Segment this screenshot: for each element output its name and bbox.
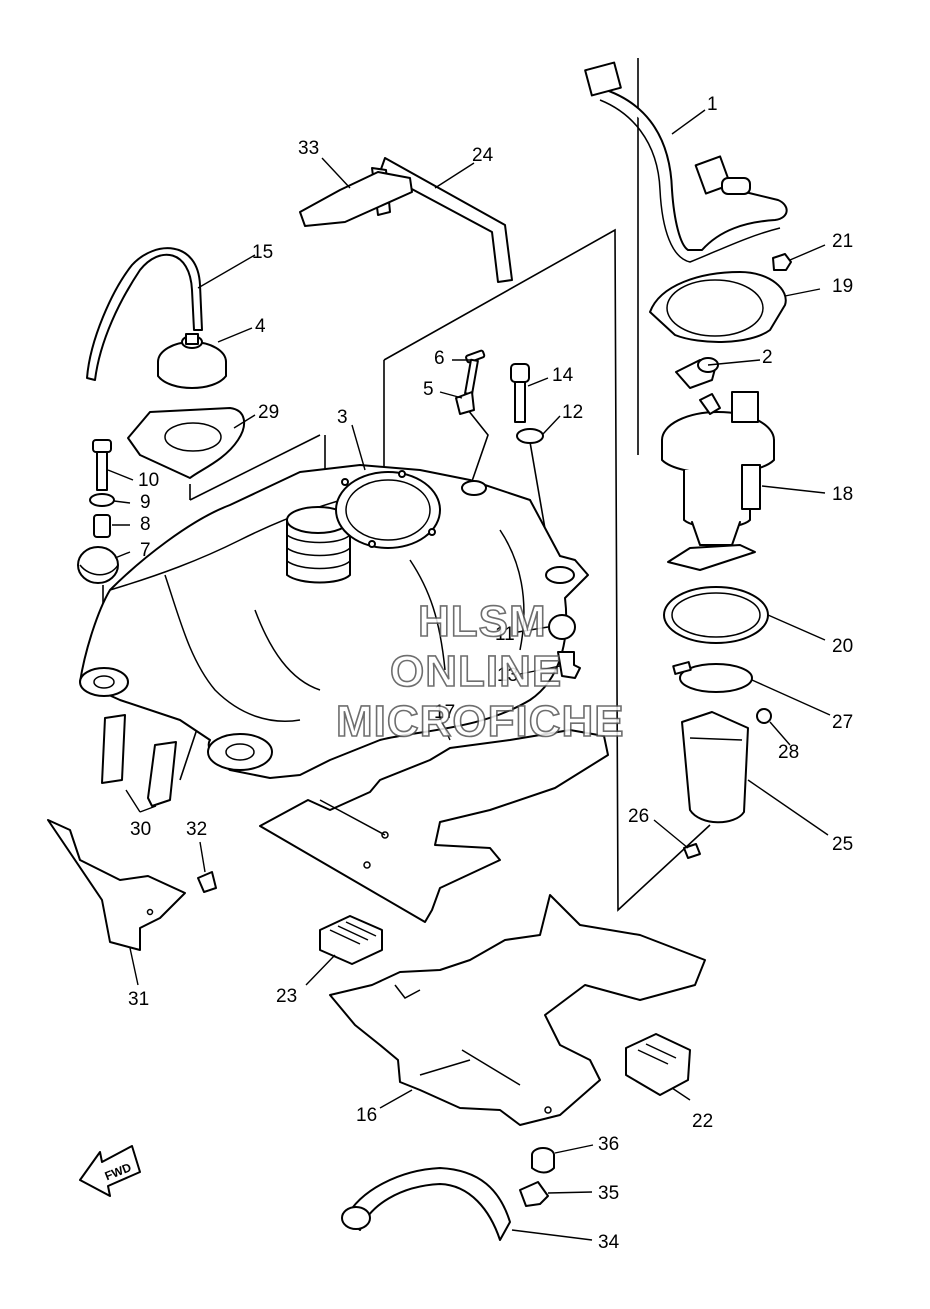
callout-8: 8: [140, 514, 151, 535]
callout-19: 19: [832, 276, 853, 297]
callout-leaders: [107, 109, 831, 1241]
callout-3: 3: [337, 407, 348, 428]
mount-hardware-top: [455, 349, 544, 444]
callout-34: 34: [598, 1232, 620, 1253]
callout-26: 26: [628, 806, 649, 827]
callout-2: 2: [762, 347, 773, 368]
rectifier-regulator: [319, 915, 383, 965]
pump-plate: [649, 253, 792, 343]
side-cover: [47, 819, 186, 951]
callout-12: 12: [562, 402, 583, 423]
mount-hardware-right: [548, 614, 581, 679]
insulator-sheet: [259, 729, 609, 923]
fuel-tank: [79, 464, 589, 779]
callout-15: 15: [252, 242, 273, 263]
fuel-pump-assembly: [661, 391, 775, 571]
callout-36: 36: [598, 1134, 619, 1155]
drain-fittings: [341, 1147, 555, 1241]
hose-clip: [675, 357, 719, 389]
fwd-arrow: FWD: [79, 1145, 141, 1197]
watermark-line-2: ONLINE: [390, 647, 562, 696]
callout-14: 14: [552, 365, 574, 386]
callout-numbers: 1 2 3 4 5 6 7 8 9 10 11 12 13 14 15 16 1…: [128, 94, 853, 1253]
tank-pads: [101, 714, 177, 807]
callout-1: 1: [707, 94, 718, 115]
relay: [625, 1033, 691, 1096]
callout-22: 22: [692, 1111, 713, 1132]
vent-hose: [86, 247, 203, 381]
callout-16: 16: [356, 1105, 377, 1126]
callout-10: 10: [138, 470, 159, 491]
callout-20: 20: [832, 636, 853, 657]
callout-6: 6: [434, 348, 445, 369]
callout-11: 11: [495, 624, 515, 645]
callout-27: 27: [832, 712, 853, 733]
callout-30: 30: [130, 819, 151, 840]
callout-25: 25: [832, 834, 853, 855]
rivet-clip: [197, 871, 217, 893]
filter-sock: [681, 711, 749, 824]
callout-5: 5: [423, 379, 434, 400]
callout-31: 31: [128, 989, 149, 1010]
callout-18: 18: [832, 484, 853, 505]
bracket-tray: [329, 894, 706, 1126]
callout-17: 17: [434, 702, 455, 723]
band-clamp: [672, 661, 753, 693]
callout-35: 35: [598, 1183, 619, 1204]
callout-29: 29: [258, 402, 279, 423]
callout-21: 21: [832, 231, 853, 252]
callout-4: 4: [255, 316, 266, 337]
breather-pipe: [299, 157, 513, 283]
fuel-hose-assembly: [584, 61, 788, 263]
watermark-line-1: HLSM: [418, 597, 547, 646]
watermark-line-3: MICROFICHE: [336, 697, 625, 746]
callout-13: 13: [497, 665, 518, 686]
o-ring: [663, 586, 769, 644]
watermark: HLSM ONLINE MICROFICHE: [335, 596, 625, 747]
callout-32: 32: [186, 819, 207, 840]
callout-7: 7: [140, 540, 151, 561]
cap-gasket-plate: [127, 407, 246, 479]
callout-33: 33: [298, 138, 319, 159]
mount-hardware-left: [77, 439, 119, 584]
small-grommet: [756, 708, 772, 724]
callout-23: 23: [276, 986, 297, 1007]
callout-9: 9: [140, 492, 151, 513]
callout-24: 24: [472, 145, 494, 166]
callout-28: 28: [778, 742, 799, 763]
fuel-cap: [157, 333, 227, 389]
